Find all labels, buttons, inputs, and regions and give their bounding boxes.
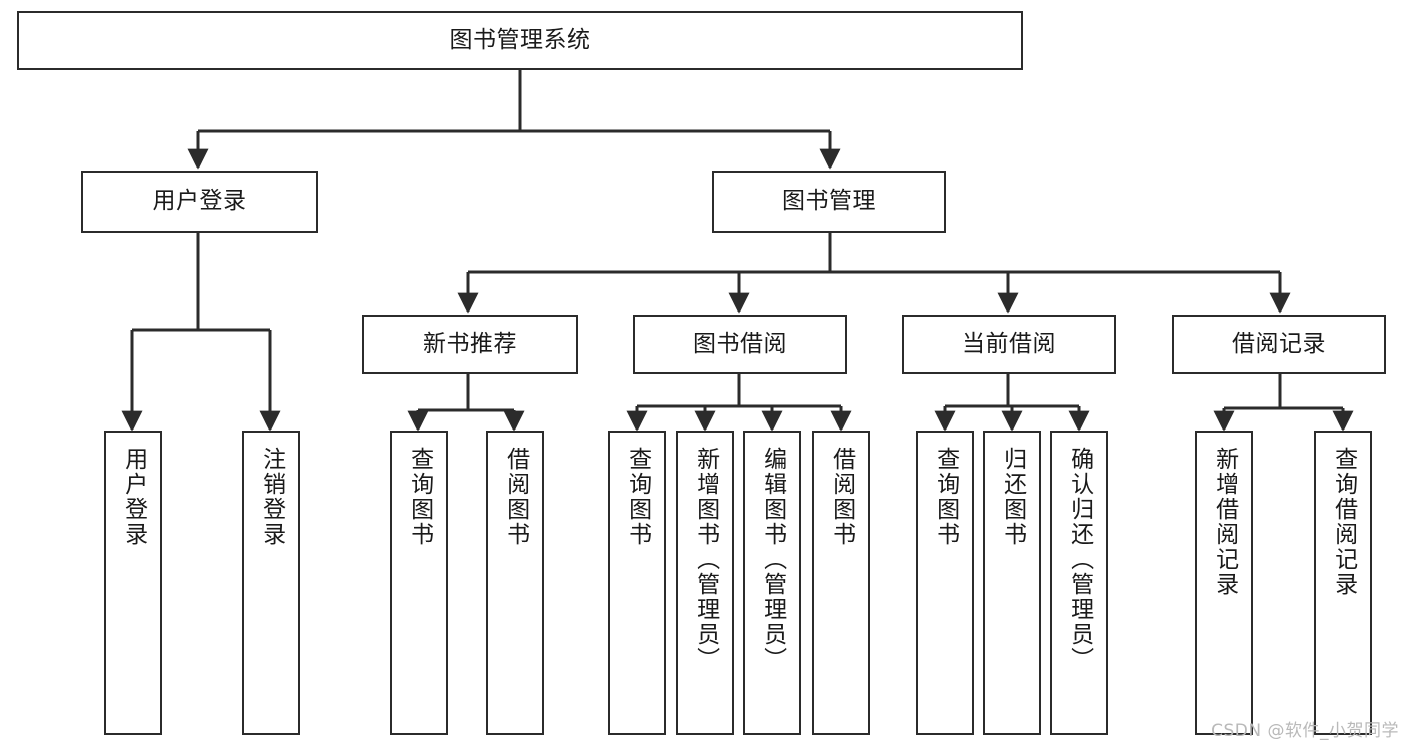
leaf-user-login-2[interactable]: 注销登录 (242, 431, 300, 735)
leaf-new-book-2-label: 借阅图书 (502, 447, 529, 547)
leaf-current-borrow-3[interactable]: 确认归还（管理员） (1050, 431, 1108, 735)
leaf-book-borrow-4[interactable]: 借阅图书 (812, 431, 870, 735)
leaf-current-borrow-2-label: 归还图书 (999, 447, 1026, 547)
node-root[interactable]: 图书管理系统 (17, 11, 1023, 70)
node-new-book-recommend-label: 新书推荐 (423, 330, 517, 357)
node-book-manage[interactable]: 图书管理 (712, 171, 946, 233)
leaf-new-book-1[interactable]: 查询图书 (390, 431, 448, 735)
node-book-manage-label: 图书管理 (782, 188, 876, 215)
leaf-book-borrow-1-label: 查询图书 (624, 447, 651, 547)
leaf-current-borrow-1-label: 查询图书 (932, 447, 959, 547)
leaf-new-book-1-label: 查询图书 (406, 447, 433, 547)
node-root-label: 图书管理系统 (449, 26, 591, 53)
node-user-login-label: 用户登录 (152, 188, 247, 215)
node-current-borrow-label: 当前借阅 (962, 330, 1056, 357)
leaf-current-borrow-1[interactable]: 查询图书 (916, 431, 974, 735)
leaf-book-borrow-2[interactable]: 新增图书（管理员） (676, 431, 734, 735)
leaf-book-borrow-3[interactable]: 编辑图书（管理员） (743, 431, 801, 735)
leaf-user-login-2-label: 注销登录 (258, 447, 285, 547)
leaf-book-borrow-3-label: 编辑图书（管理员） (759, 447, 786, 672)
node-borrow-record[interactable]: 借阅记录 (1172, 315, 1386, 374)
node-book-borrow-label: 图书借阅 (693, 330, 787, 357)
leaf-user-login-1[interactable]: 用户登录 (104, 431, 162, 735)
leaf-current-borrow-3-label: 确认归还（管理员） (1066, 447, 1093, 672)
node-new-book-recommend[interactable]: 新书推荐 (362, 315, 578, 374)
node-current-borrow[interactable]: 当前借阅 (902, 315, 1116, 374)
node-user-login[interactable]: 用户登录 (81, 171, 318, 233)
leaf-borrow-record-1[interactable]: 新增借阅记录 (1195, 431, 1253, 735)
leaf-borrow-record-2-label: 查询借阅记录 (1330, 447, 1357, 597)
node-borrow-record-label: 借阅记录 (1232, 330, 1326, 357)
leaf-book-borrow-1[interactable]: 查询图书 (608, 431, 666, 735)
leaf-current-borrow-2[interactable]: 归还图书 (983, 431, 1041, 735)
leaf-user-login-1-label: 用户登录 (120, 447, 147, 547)
leaf-borrow-record-1-label: 新增借阅记录 (1211, 447, 1238, 597)
leaf-book-borrow-2-label: 新增图书（管理员） (692, 447, 719, 672)
leaf-new-book-2[interactable]: 借阅图书 (486, 431, 544, 735)
leaf-borrow-record-2[interactable]: 查询借阅记录 (1314, 431, 1372, 735)
leaf-book-borrow-4-label: 借阅图书 (828, 447, 855, 547)
node-book-borrow[interactable]: 图书借阅 (633, 315, 847, 374)
